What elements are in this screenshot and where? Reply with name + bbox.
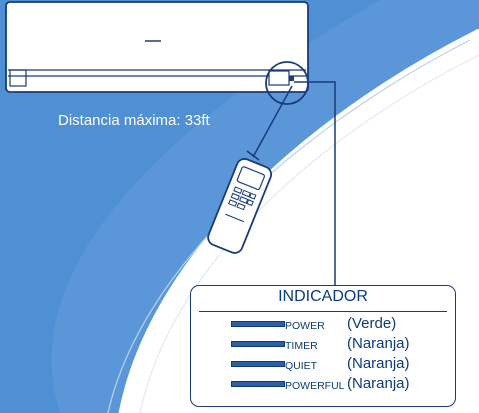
indoor-unit-bottom-band [8,69,306,77]
indicator-row-power: POWER (Verde) [231,315,451,334]
indoor-unit-left-cap [9,69,27,87]
indicator-title: INDICADOR [278,288,368,305]
indicator-label: POWER [285,320,325,332]
indicator-row-quiet: QUIET (Naranja) [231,355,451,374]
indoor-unit-body [5,1,309,93]
indicator-color: (Naranja) [347,335,410,352]
indicator-color: (Verde) [347,315,397,332]
max-distance-caption: Distancia máxima: 33ft [58,112,210,129]
indoor-unit [5,1,309,93]
wave-line-3 [139,54,479,413]
remote-control [207,158,273,254]
remote-buttons [228,186,257,211]
led-bar [231,341,285,347]
indicator-color: (Naranja) [347,355,410,372]
signal-line-tick [246,150,260,161]
indicator-panel: INDICADOR POWER (Verde) TIMER (Naranja) … [190,285,456,407]
indicator-label: POWERFUL [285,380,345,392]
led-bar [231,321,285,327]
indicator-row-timer: TIMER (Naranja) [231,335,451,354]
remote-lower-line [225,213,245,223]
indicator-lamp-window [268,70,290,86]
leader-line [294,81,336,287]
indicator-row-powerful: POWERFUL (Naranja) [231,375,451,394]
indicator-divider [199,311,447,312]
signal-line [252,85,293,158]
led-bar [231,381,285,387]
indicator-label: TIMER [285,340,318,352]
indicator-label: QUIET [285,360,318,372]
receiver-dot [289,76,294,81]
indicator-color: (Naranja) [347,375,410,392]
remote-screen [236,166,265,191]
led-bar [231,361,285,367]
zoom-circle [265,61,309,105]
